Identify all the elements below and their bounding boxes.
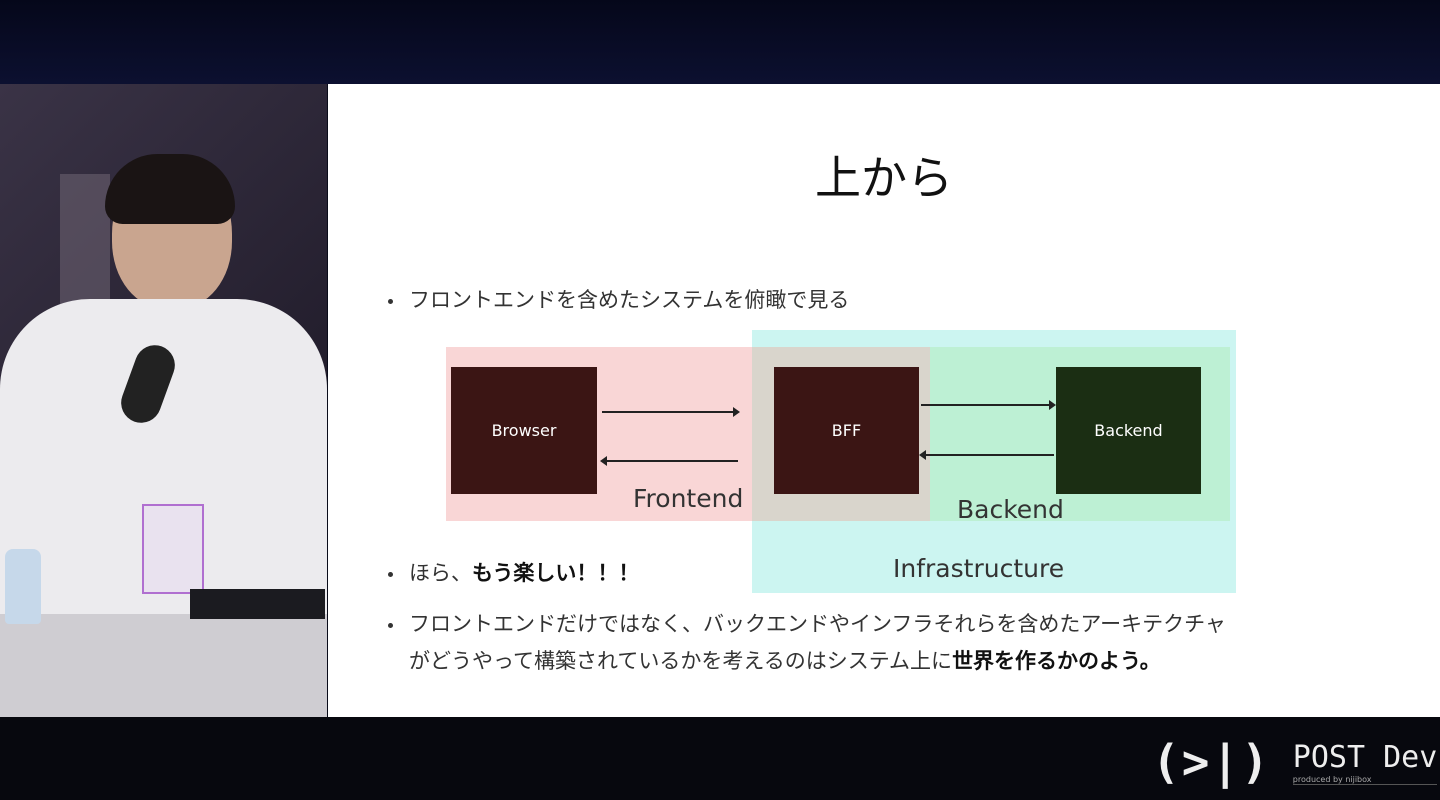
bullet-dot (388, 298, 393, 304)
bullet-1: フロントエンドを含めたシステムを俯瞰で見る (388, 284, 849, 314)
arrow-bff-to-browser (600, 456, 738, 466)
backend-label: Backend (957, 495, 1064, 524)
bullet-bold-text: もう楽しい！！！ (472, 561, 640, 585)
bullet-text: フロントエンドを含めたシステムを俯瞰で見る (409, 288, 850, 312)
bullet-dot (388, 571, 393, 577)
frontend-label: Frontend (633, 484, 744, 513)
arrow-backend-to-bff (919, 450, 1054, 460)
logo-mark: (>|) (1152, 735, 1271, 789)
bullet-dot (388, 622, 393, 628)
podium (0, 614, 327, 717)
bullet-3: フロントエンドだけではなく、バックエンドやインフラそれらを含めたアーキテクチャが… (388, 606, 1226, 680)
top-band (0, 0, 1440, 84)
bff-node: BFF (774, 367, 919, 494)
logo-subtitle: produced by nijibox (1292, 775, 1438, 785)
backend-node: Backend (1056, 367, 1201, 494)
laptop (190, 589, 325, 619)
bullet-text-line1: フロントエンドだけではなく、バックエンドやインフラそれらを含めたアーキテクチャ (409, 612, 1226, 636)
slide-title: 上から (815, 151, 953, 205)
presentation-slide: 上から フロントエンドを含めたシステムを俯瞰で見る Browser BFF Ba… (328, 84, 1440, 717)
infrastructure-label: Infrastructure (893, 554, 1065, 583)
speaker-video (0, 84, 327, 717)
browser-node: Browser (451, 367, 597, 494)
speaker-hair (105, 154, 235, 224)
bullet-text-line2: がどうやって構築されているかを考えるのはシステム上に (409, 649, 953, 673)
bullet-2: ほら、もう楽しい！！！ (388, 557, 639, 587)
arrow-browser-to-bff (602, 407, 740, 417)
post-dev-logo: (>|) POST Dev produced by nijibox (1152, 735, 1438, 789)
bottom-band (0, 717, 1440, 800)
logo-name: POST Dev (1292, 739, 1438, 775)
name-badge (142, 504, 204, 594)
bullet-bold-text: 世界を作るかのよう。 (952, 649, 1161, 673)
water-bottle (5, 549, 41, 624)
arrow-bff-to-backend (921, 400, 1056, 410)
bullet-text: ほら、 (409, 561, 472, 585)
